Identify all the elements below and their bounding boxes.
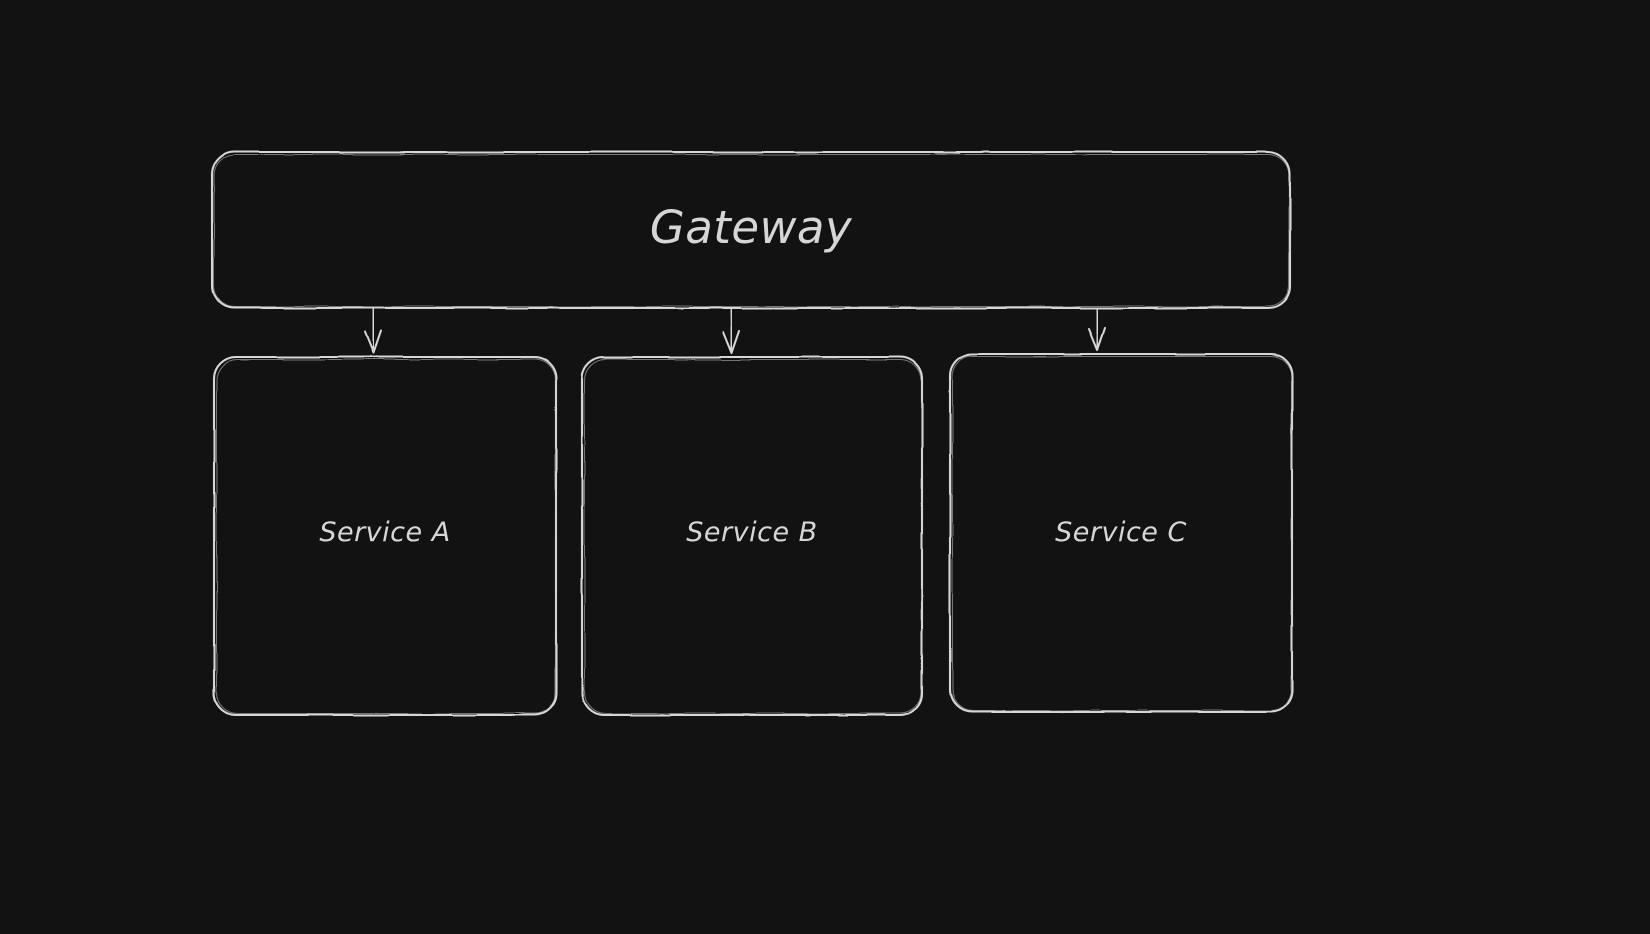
node-service-c[interactable] <box>948 352 1294 714</box>
node-service-a[interactable] <box>212 355 558 717</box>
node-service-a-outline-second-pass <box>215 358 557 715</box>
edge-gateway-to-service-a-arrowhead-icon <box>364 330 382 354</box>
node-gateway[interactable] <box>210 150 1292 310</box>
edge-gateway-to-service-b-shaft <box>730 308 733 350</box>
node-gateway-outline <box>210 150 1292 310</box>
edge-gateway-to-service-c[interactable] <box>1088 308 1106 351</box>
node-service-c-label: Service C <box>1055 517 1187 548</box>
edge-gateway-to-service-b-arrowhead-icon <box>722 330 740 354</box>
node-gateway-outline-second-pass <box>213 153 1290 308</box>
node-service-b-outline-second-pass <box>583 358 923 715</box>
node-service-a-label: Service A <box>319 517 451 548</box>
edge-gateway-to-service-a-shaft <box>372 308 375 350</box>
node-service-c-outline-second-pass <box>951 355 1293 712</box>
edge-gateway-to-service-a[interactable] <box>364 308 382 354</box>
edge-gateway-to-service-b[interactable] <box>722 308 740 354</box>
node-service-b[interactable] <box>580 355 924 717</box>
edge-gateway-to-service-c-shaft <box>1096 308 1099 347</box>
node-gateway-label: Gateway <box>649 201 853 254</box>
edge-gateway-to-service-c-arrowhead-icon <box>1088 327 1106 351</box>
node-service-b-label: Service B <box>686 517 818 548</box>
